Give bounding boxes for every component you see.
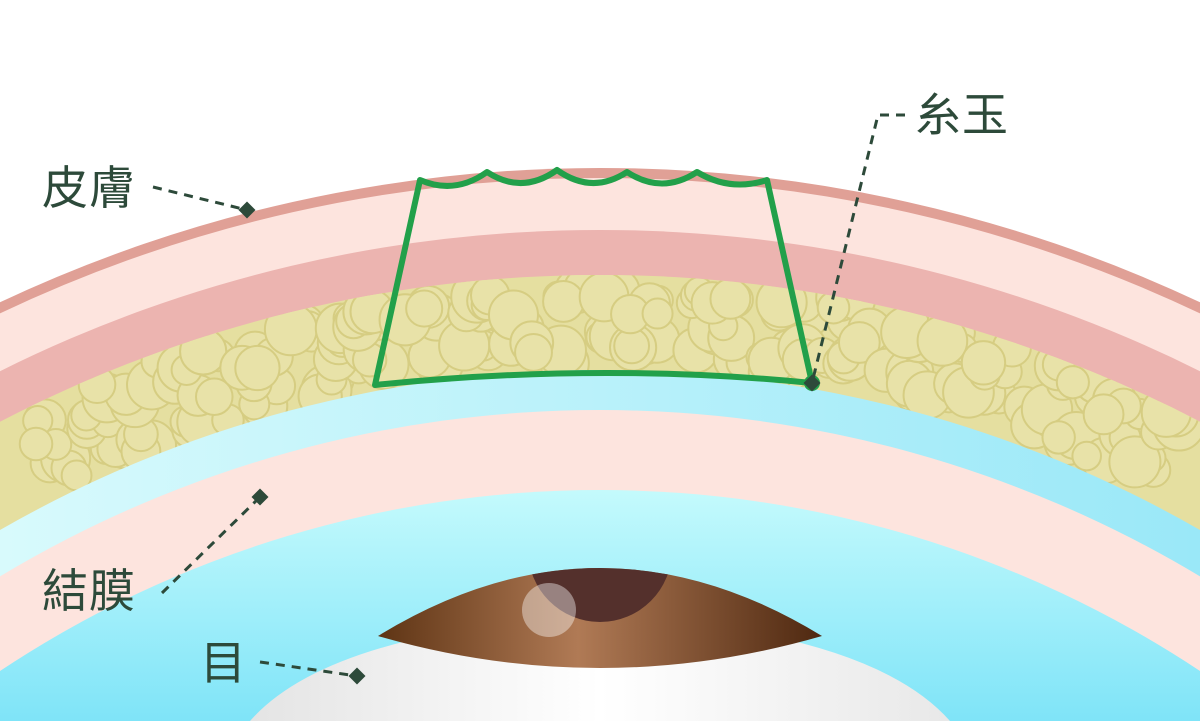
- fat-cell: [1041, 420, 1076, 455]
- fat-cell: [194, 377, 234, 416]
- thread-suture-outline: [372, 167, 815, 388]
- knot-leader-line: [810, 113, 905, 384]
- label-conjunctiva: 結膜: [42, 564, 136, 618]
- fat-cell: [234, 344, 281, 392]
- eye-highlight: [522, 583, 576, 637]
- label-thread-knot: 糸玉: [915, 88, 1009, 142]
- fat-cell: [1071, 440, 1102, 472]
- leader-lines: [152, 113, 905, 678]
- skin-leader-line: [152, 185, 248, 212]
- label-eye: 目: [200, 636, 247, 690]
- fat-cell: [514, 332, 553, 372]
- fat-cells: [18, 274, 1200, 492]
- fat-cell: [837, 321, 881, 364]
- fat-cell: [18, 426, 54, 462]
- fat-cell: [960, 340, 1007, 386]
- eye-marker: [348, 667, 366, 685]
- fat-cell: [1082, 393, 1125, 436]
- leader-markers: [238, 201, 821, 685]
- conjunctiva-marker: [251, 488, 269, 506]
- eyeball: [250, 568, 950, 721]
- label-skin: 皮膚: [42, 161, 136, 215]
- eye-leader-line: [259, 660, 358, 678]
- fat-cell: [405, 289, 444, 328]
- fat-cell: [641, 297, 674, 330]
- fat-cell: [709, 277, 752, 320]
- fat-cell: [542, 280, 585, 323]
- fat-cell: [1055, 365, 1090, 400]
- skin-marker: [238, 201, 256, 219]
- fat-cell: [1108, 435, 1162, 489]
- conjunctiva-leader-line: [160, 495, 262, 595]
- pupil: [528, 568, 672, 622]
- knot-marker: [803, 374, 821, 392]
